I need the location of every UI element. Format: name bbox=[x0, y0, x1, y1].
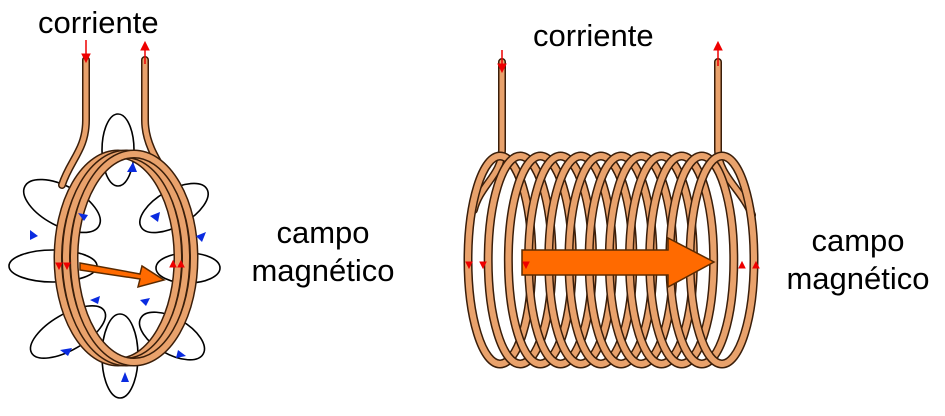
red-arrow-icon bbox=[81, 53, 91, 64]
red-arrow-icon bbox=[63, 262, 71, 271]
field-arrow-icon bbox=[150, 212, 160, 222]
field-arrow-icon bbox=[121, 372, 129, 382]
left-field-label: campo magnético bbox=[236, 214, 410, 290]
field-arrow-icon bbox=[196, 232, 206, 242]
red-arrow-icon bbox=[522, 261, 530, 270]
red-arrow-icon bbox=[169, 259, 177, 268]
left-current-label: corriente bbox=[38, 5, 159, 40]
orange-arrow-icon bbox=[521, 236, 716, 289]
field-arrow-icon bbox=[78, 213, 88, 221]
right-field-label-line1: campo bbox=[811, 223, 905, 258]
red-arrow-icon bbox=[55, 262, 63, 271]
left-field-label-line2: magnético bbox=[251, 253, 395, 288]
red-arrow-icon bbox=[140, 40, 150, 51]
field-arrow-icon bbox=[90, 296, 100, 304]
field-arrow-icon bbox=[127, 162, 137, 172]
right-current-label: corriente bbox=[533, 18, 654, 53]
right-field-label-line2: magnético bbox=[786, 261, 930, 296]
red-arrow-icon bbox=[177, 259, 185, 268]
field-arrow-icon bbox=[140, 298, 150, 306]
red-arrow-icon bbox=[497, 63, 507, 74]
orange-arrow-icon bbox=[79, 262, 166, 289]
field-line-lower-left bbox=[29, 305, 107, 359]
solenoid-figure bbox=[463, 40, 760, 369]
red-arrow-icon bbox=[465, 261, 473, 270]
field-arrow-icon bbox=[30, 230, 38, 240]
single-loop-figure bbox=[8, 40, 221, 399]
current-arrows bbox=[55, 40, 185, 271]
field-arrow-icon bbox=[176, 350, 186, 358]
current-arrows bbox=[465, 40, 760, 270]
red-arrow-icon bbox=[713, 40, 723, 51]
red-arrow-icon bbox=[752, 260, 760, 269]
field-arrow-icon bbox=[60, 348, 72, 356]
red-arrow-icon bbox=[738, 260, 746, 269]
field-direction-arrows bbox=[30, 162, 206, 382]
red-arrow-icon bbox=[479, 261, 487, 270]
loop-turns bbox=[53, 149, 199, 367]
left-field-label-line1: campo bbox=[276, 215, 370, 250]
right-field-label: campo magnético bbox=[772, 222, 944, 298]
